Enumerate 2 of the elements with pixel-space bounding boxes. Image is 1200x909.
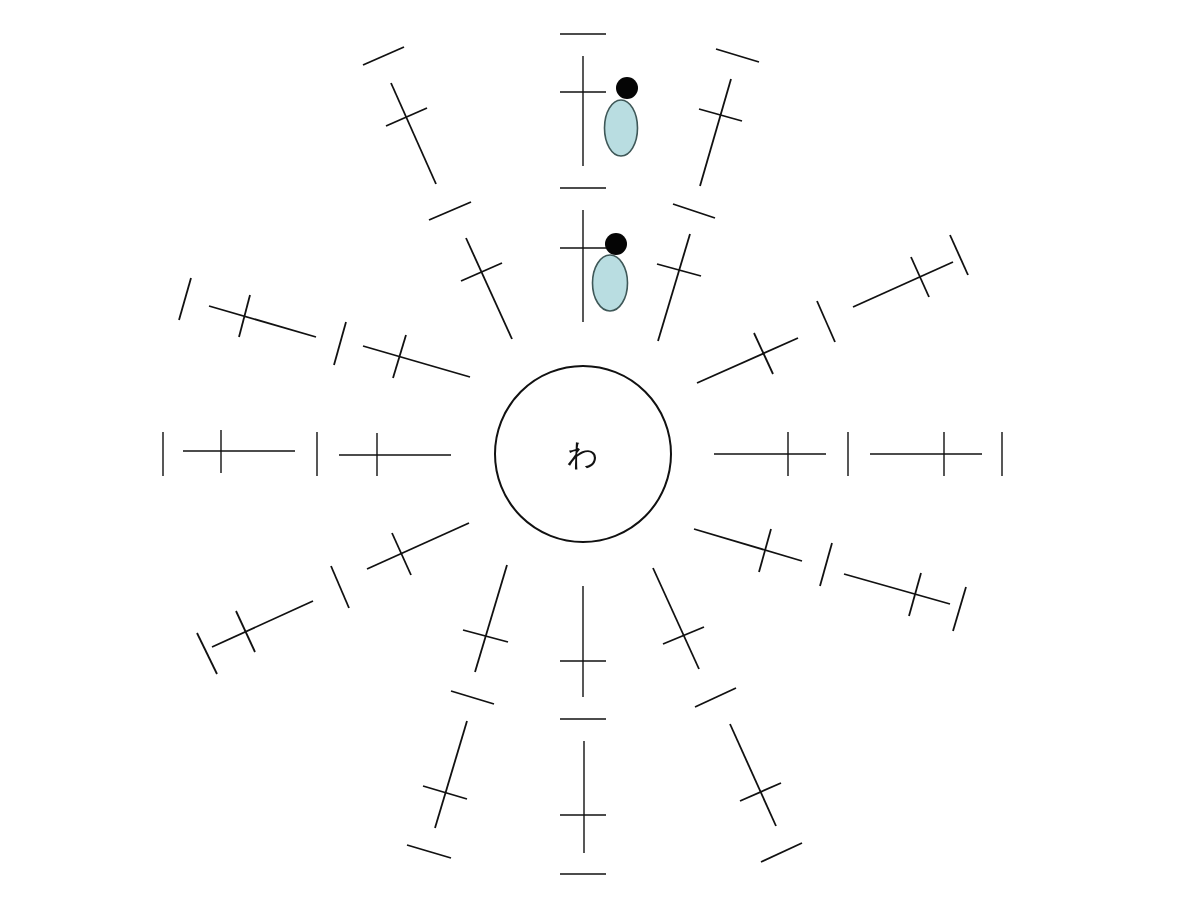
ring-circle	[494, 365, 672, 543]
ring-label: わ	[567, 438, 599, 470]
